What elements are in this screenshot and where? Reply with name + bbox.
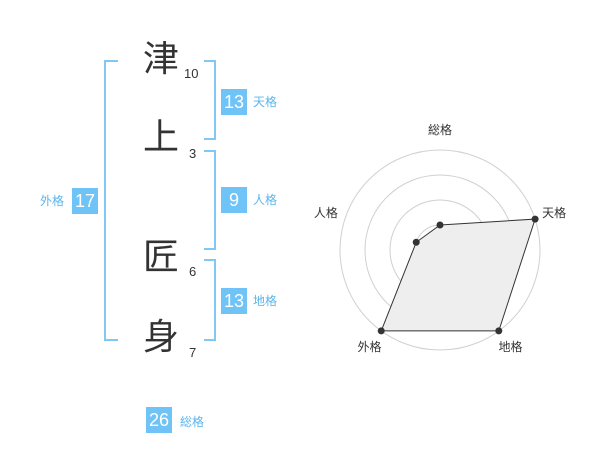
radar-axis-label: 総格 [428,122,452,137]
radar-ring [339,149,541,351]
name-char-2: 上 [143,117,180,158]
soukaku-value: 26 [146,407,172,433]
gaikaku-value: 17 [72,188,98,214]
radar-area [380,218,536,332]
radar-axis-label: 人格 [314,205,338,220]
radar-point-5 [412,238,420,246]
tenkaku-value: 13 [221,89,247,115]
radar-axis-label: 地格 [499,339,523,354]
jinkaku-label: 人格 [253,193,278,207]
radar-point-1 [436,221,444,229]
jinkaku-value: 9 [221,187,247,213]
stroke-count-2: 3 [189,146,197,161]
radar-axis-label: 天格 [542,205,566,220]
soukaku-label: 総格 [180,415,205,429]
radar-axis-label: 外格 [357,339,381,354]
name-char-4: 身 [143,317,180,358]
chikaku-value: 13 [221,288,247,314]
chikaku-label: 地格 [253,294,278,308]
gaikaku-label: 外格 [40,194,65,208]
tenkaku-label: 天格 [253,95,278,109]
gaikaku-bracket [104,60,118,341]
jinkaku-bracket [204,150,216,250]
radar-point-3 [495,327,503,335]
stroke-count-3: 6 [189,264,197,279]
stroke-count-4: 7 [189,345,197,360]
stroke-count-1: 10 [184,66,199,81]
radar-point-4 [377,327,385,335]
tenkaku-bracket [204,60,216,140]
name-char-3: 匠 [143,237,180,278]
radar-point-2 [531,215,539,223]
chikaku-bracket [204,259,216,341]
name-char-1: 津 [143,39,180,80]
